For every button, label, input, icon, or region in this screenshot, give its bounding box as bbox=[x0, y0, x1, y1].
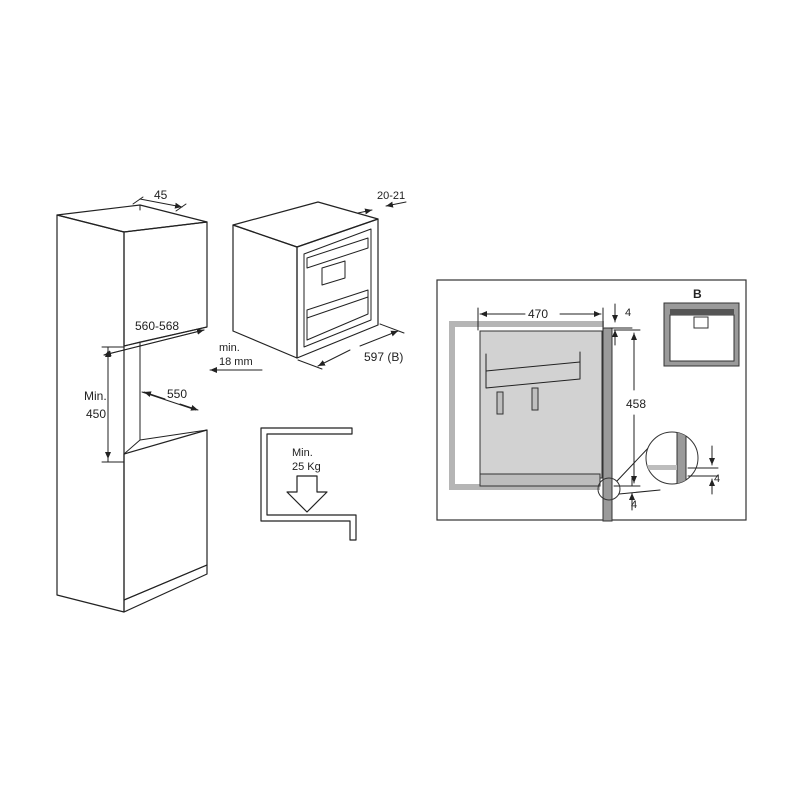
panel-dim-arrow-right bbox=[385, 201, 407, 208]
width-ext-right bbox=[379, 323, 405, 334]
appliance-top bbox=[232, 201, 379, 248]
spout-left bbox=[496, 391, 504, 415]
width-arrow-left bbox=[317, 349, 351, 367]
spout-right bbox=[531, 387, 539, 411]
width-dim-line-rev bbox=[103, 329, 205, 357]
shelf-outline bbox=[260, 427, 357, 541]
detail-width-label: 470 bbox=[528, 307, 548, 321]
load-down-arrow-icon bbox=[286, 475, 328, 513]
cabinet-drawing: 45 560-568 Min. 450 550 min. 18 mm bbox=[56, 188, 263, 613]
shelf-load-drawing: Min. 25 Kg bbox=[260, 427, 357, 541]
appliance-base bbox=[479, 473, 601, 487]
shelf-load-label-2: 25 Kg bbox=[292, 461, 321, 473]
inner-depth-arrow-back bbox=[143, 391, 166, 400]
depth-dim-ext2 bbox=[175, 203, 187, 212]
shelf-load-label-1: Min. bbox=[292, 447, 313, 459]
appliance-display bbox=[306, 237, 369, 269]
panel-dim-arrow-left bbox=[357, 208, 373, 215]
clearance-label-2: 18 mm bbox=[219, 356, 253, 368]
cabinet-width-label: 560-568 bbox=[135, 319, 179, 333]
cabinet-lower-front bbox=[123, 429, 208, 601]
clearance-label-1: min. bbox=[219, 342, 240, 354]
depth-dim-line bbox=[139, 198, 183, 209]
front-panel-section bbox=[602, 327, 613, 522]
zoom-detail-content bbox=[646, 432, 687, 484]
niche-outline bbox=[449, 324, 600, 490]
variant-label: B bbox=[693, 287, 702, 301]
variant-display bbox=[670, 309, 734, 315]
width-arrow-right bbox=[359, 330, 399, 347]
cabinet-plinth bbox=[123, 564, 208, 613]
appliance-side bbox=[232, 224, 298, 359]
appliance-panel-label: 20-21 bbox=[377, 190, 405, 202]
cabinet-top bbox=[56, 204, 208, 233]
opening-floor-edge bbox=[123, 439, 141, 455]
zoom-connector-bottom bbox=[618, 489, 661, 495]
cabinet-depth-label: 45 bbox=[154, 188, 168, 202]
appliance-drawing: 20-21 597 (B) bbox=[232, 190, 407, 370]
inner-depth-arrow-front bbox=[179, 403, 199, 411]
appliance-front bbox=[296, 218, 379, 359]
variant-spout bbox=[693, 316, 709, 329]
inner-rail bbox=[485, 361, 581, 372]
gap-top-label: 4 bbox=[625, 307, 631, 319]
cabinet-height-label-1: Min. bbox=[84, 389, 107, 403]
depth-dim-ext1 bbox=[132, 196, 144, 205]
detail-panel: 470 4 458 4 4 B bbox=[436, 279, 747, 522]
zoom-source-circle bbox=[597, 477, 621, 501]
drip-tray-line bbox=[306, 296, 369, 319]
cabinet-height-label-2: 450 bbox=[86, 407, 106, 421]
appliance-spout-box bbox=[321, 260, 346, 286]
appliance-drip-area bbox=[306, 289, 369, 341]
width-ext-left bbox=[297, 359, 323, 370]
appliance-width-label: 597 (B) bbox=[364, 350, 403, 364]
detail-height-label: 458 bbox=[626, 397, 646, 411]
zoom-connector-top bbox=[616, 444, 652, 482]
gap-right-label: 4 bbox=[714, 473, 720, 485]
appliance-front-inner bbox=[303, 228, 372, 348]
inner-depth-label: 550 bbox=[167, 387, 187, 401]
gap-bottom-label: 4 bbox=[631, 499, 637, 511]
